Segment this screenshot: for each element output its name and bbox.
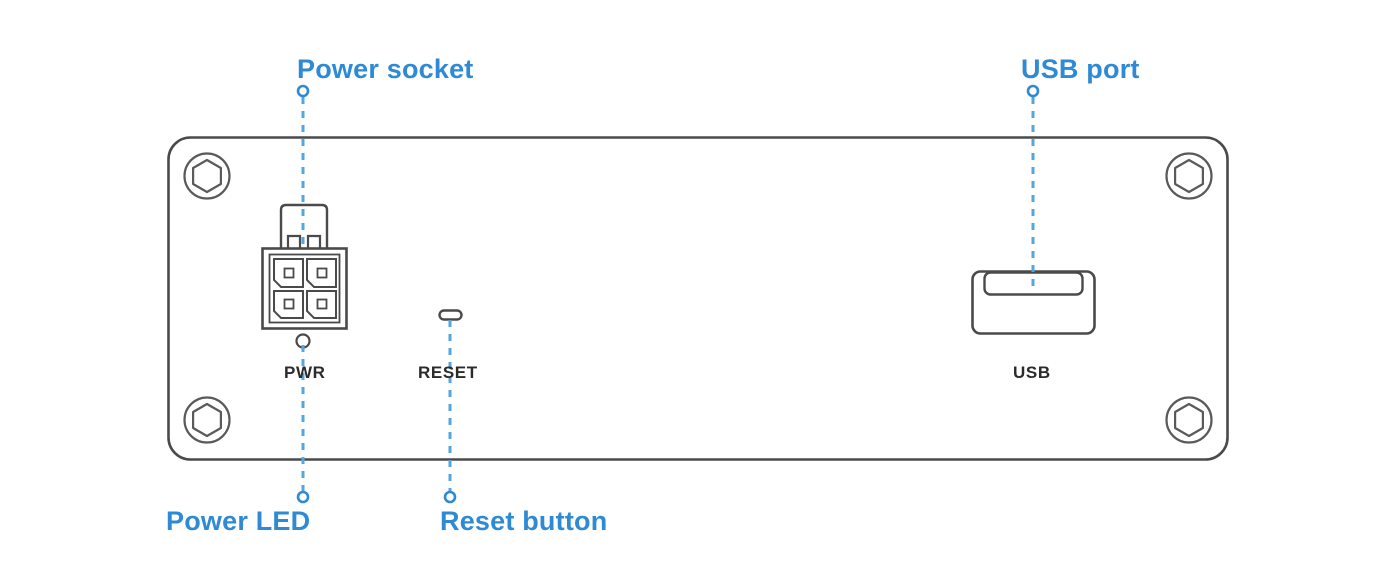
- callout-label-power-led: Power LED: [166, 506, 311, 536]
- screw-top-right: [1165, 152, 1213, 200]
- screw-bottom-right: [1165, 396, 1213, 444]
- callout-label-reset-button: Reset button: [440, 506, 608, 536]
- callout-leader-usb-port: [1026, 84, 1040, 290]
- port-label-usb: USB: [1013, 363, 1051, 382]
- callout-leader-power-socket: [296, 84, 310, 248]
- port-label-reset: RESET: [418, 363, 478, 382]
- screw-top-left: [183, 152, 231, 200]
- reset-button-opening[interactable]: [438, 309, 463, 321]
- screw-bottom-left: [183, 396, 231, 444]
- callout-leader-reset-button: [443, 320, 457, 504]
- port-label-pwr: PWR: [284, 363, 326, 382]
- callout-label-power-socket: Power socket: [297, 54, 474, 84]
- callout-label-usb-port: USB port: [1021, 54, 1140, 84]
- panel-outline: [167, 136, 1229, 461]
- usb-port-receptacle[interactable]: [971, 270, 1096, 335]
- callout-leader-power-led: [296, 345, 310, 504]
